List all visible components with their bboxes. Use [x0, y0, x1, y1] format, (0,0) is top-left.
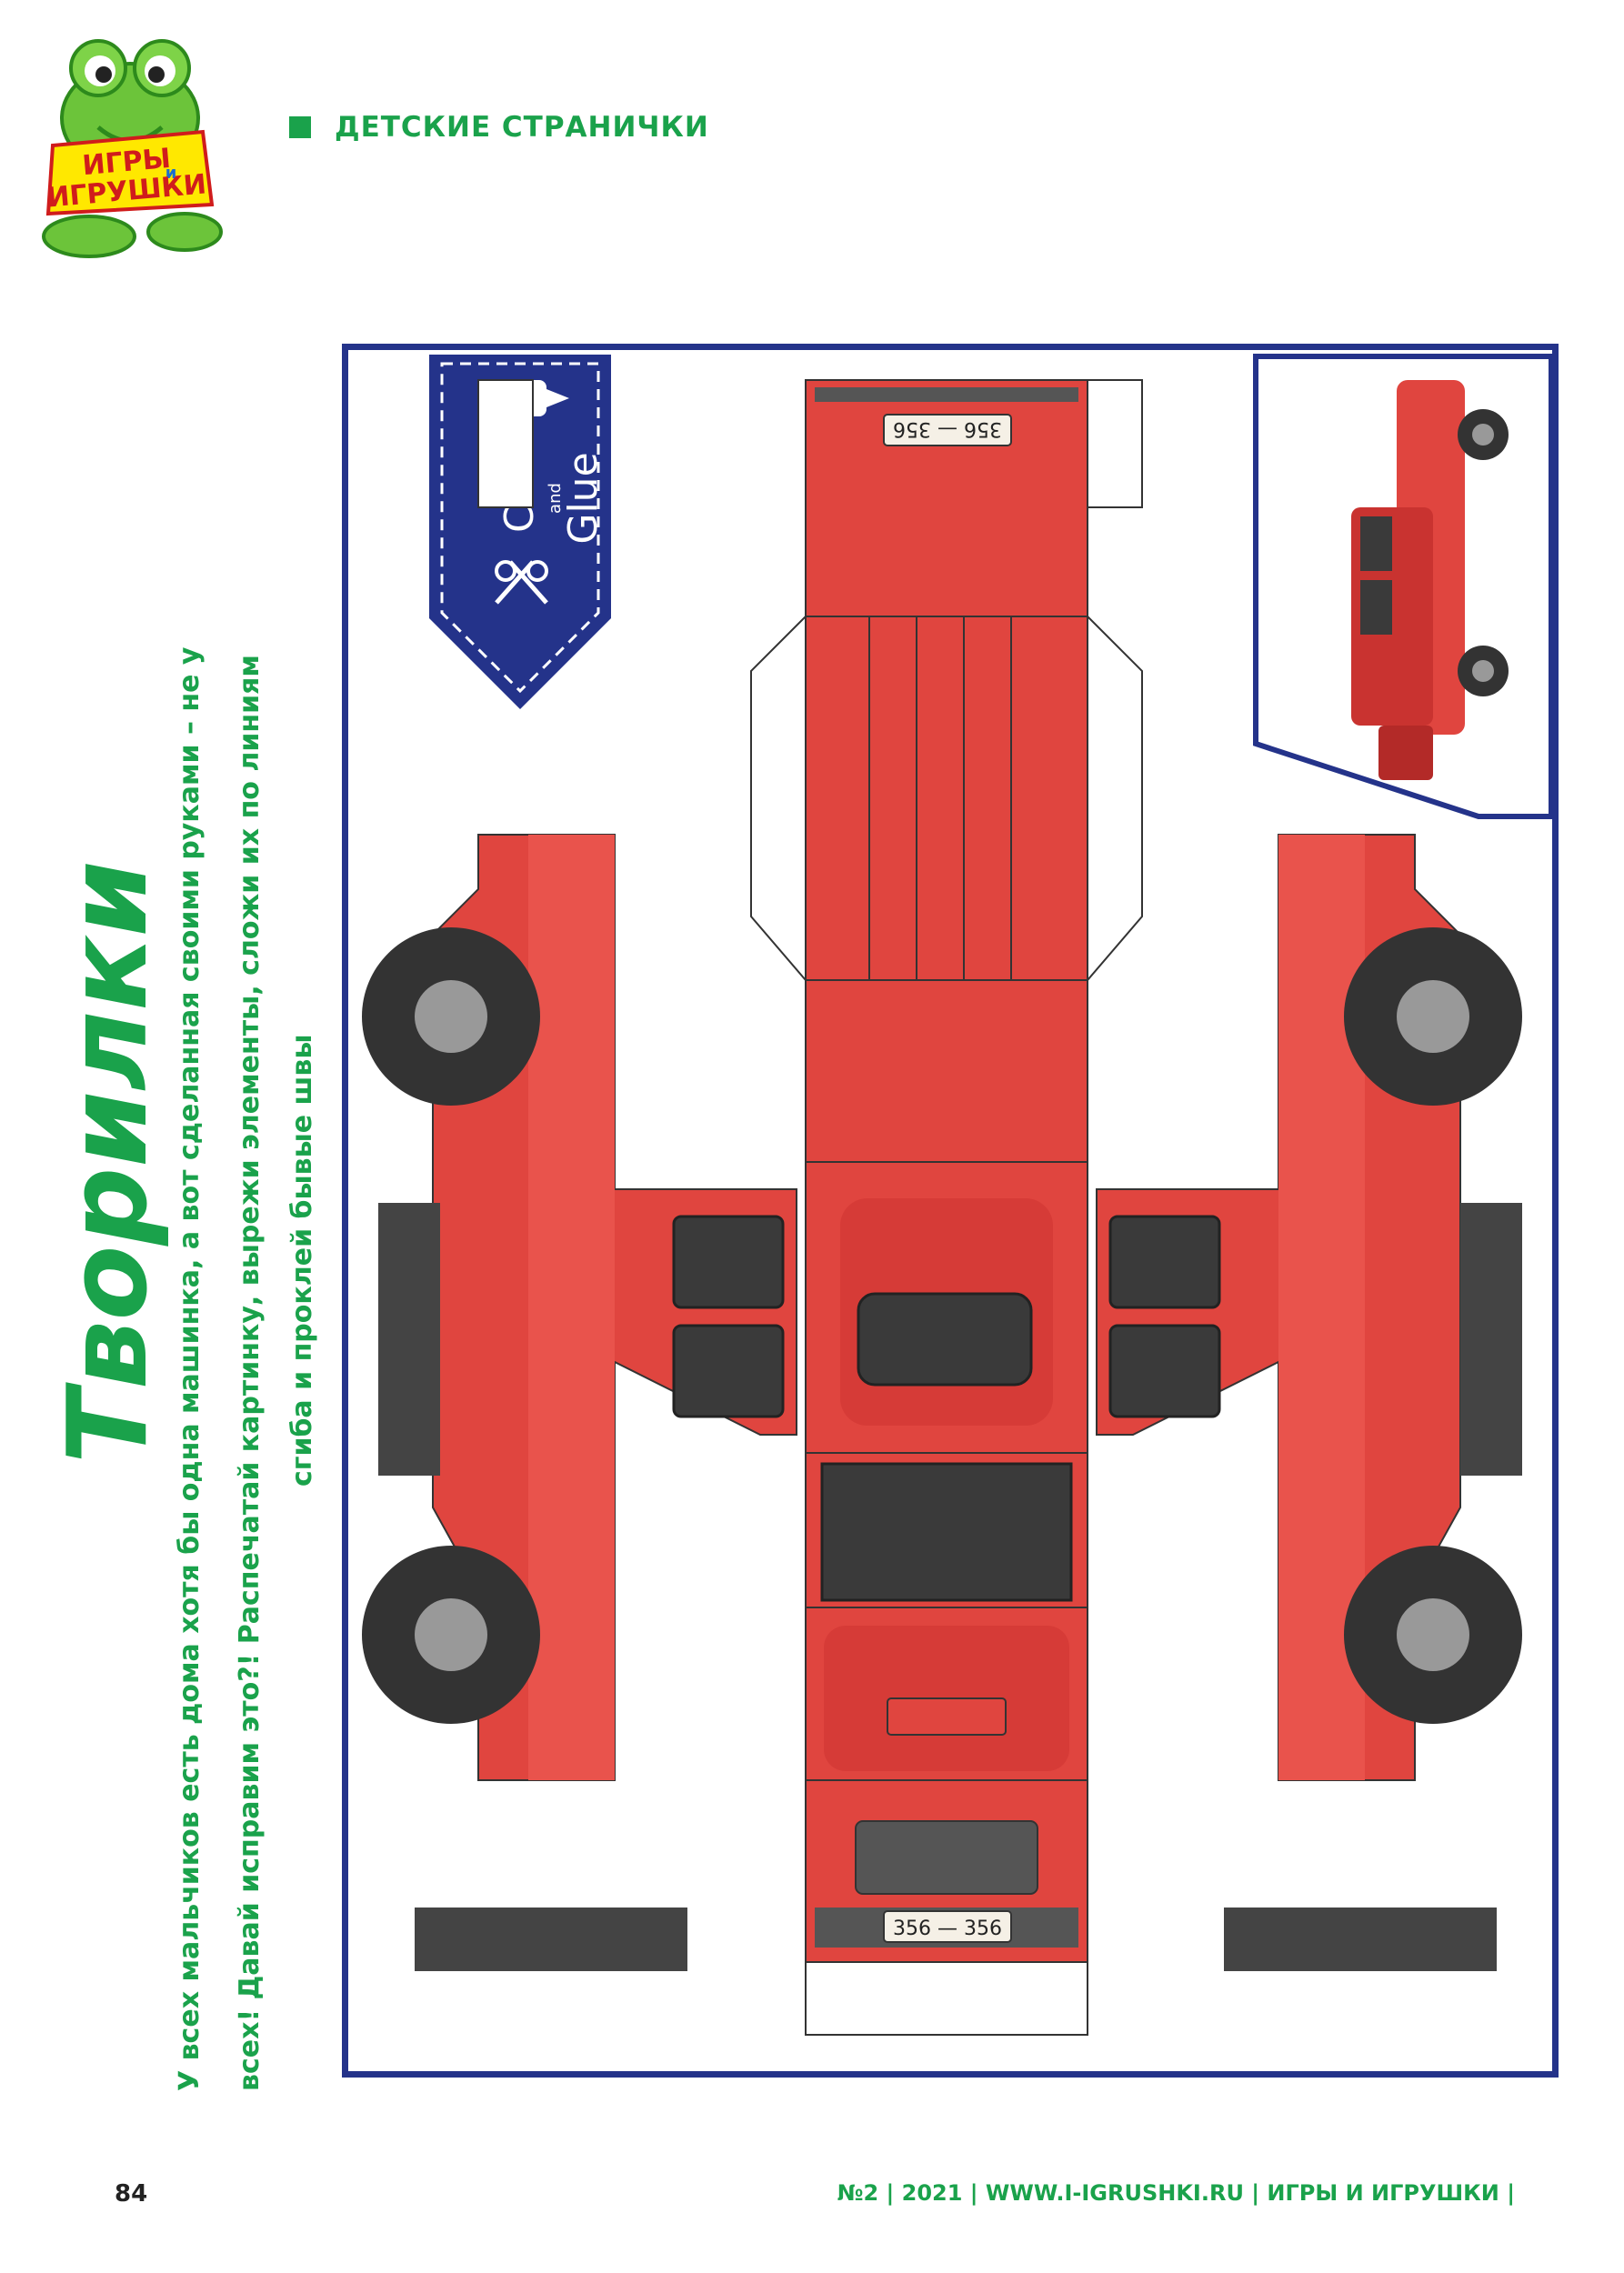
license-plate-bottom-text: 356 — 356 — [893, 1918, 1002, 1940]
roof-window — [857, 1292, 1033, 1387]
badge-text-and: and — [546, 483, 565, 514]
preview-car — [1351, 380, 1509, 780]
article-intro-line-2: всех! Давай исправим это?! Распечатай ка… — [234, 655, 266, 2091]
section-title: ДЕТСКИЕ СТРАНИЧКИ — [335, 111, 709, 144]
logo-text-top: ИГРЫ — [81, 143, 172, 182]
logo-text-small: и — [165, 164, 177, 183]
license-plate-top — [883, 414, 1012, 446]
car-body-center-strip: 356 — 356 356 — 356 — [477, 379, 1143, 2036]
craft-frame — [342, 344, 1559, 2078]
section-bullet — [289, 116, 311, 138]
left-tire-strip — [378, 1203, 440, 1476]
right-bottom-strip — [1224, 1908, 1497, 1971]
license-plate-bottom — [883, 1910, 1012, 1943]
section-header: ДЕТСКИЕ СТРАНИЧКИ — [289, 111, 709, 144]
papercraft-template: Cut and Glue 356 — 356 — [362, 354, 1554, 2036]
car-side-right — [1096, 834, 1522, 1971]
article-title: Творилки — [45, 860, 172, 1464]
grille — [855, 1820, 1038, 1895]
right-side-window-front — [1108, 1215, 1221, 1309]
preview-inset — [1253, 354, 1554, 819]
article-intro-line-1: У всех мальчиков есть дома хотя бы одна … — [174, 646, 206, 2091]
license-plate-top-text: 356 — 356 — [893, 417, 1002, 440]
page-number: 84 — [115, 2180, 148, 2208]
right-tire-strip — [1460, 1203, 1522, 1476]
scissors-icon — [495, 560, 548, 605]
left-side-window-front — [672, 1215, 785, 1309]
issue-info: №2 | 2021 | WWW.I-IGRUSHKI.RU | ИГРЫ И И… — [837, 2180, 1515, 2206]
car-side-left — [362, 834, 797, 1971]
right-side-window-rear — [1108, 1324, 1221, 1418]
article-intro-line-3: сгиба и проклей бывые швы — [286, 1035, 318, 1487]
left-side-window-rear — [672, 1324, 785, 1418]
badge-text-glue: Glue — [560, 452, 606, 544]
left-bottom-strip — [415, 1908, 687, 1971]
frog-logo: ИГРЫ и ИГРУШКИ — [42, 39, 223, 258]
windshield — [820, 1462, 1073, 1602]
